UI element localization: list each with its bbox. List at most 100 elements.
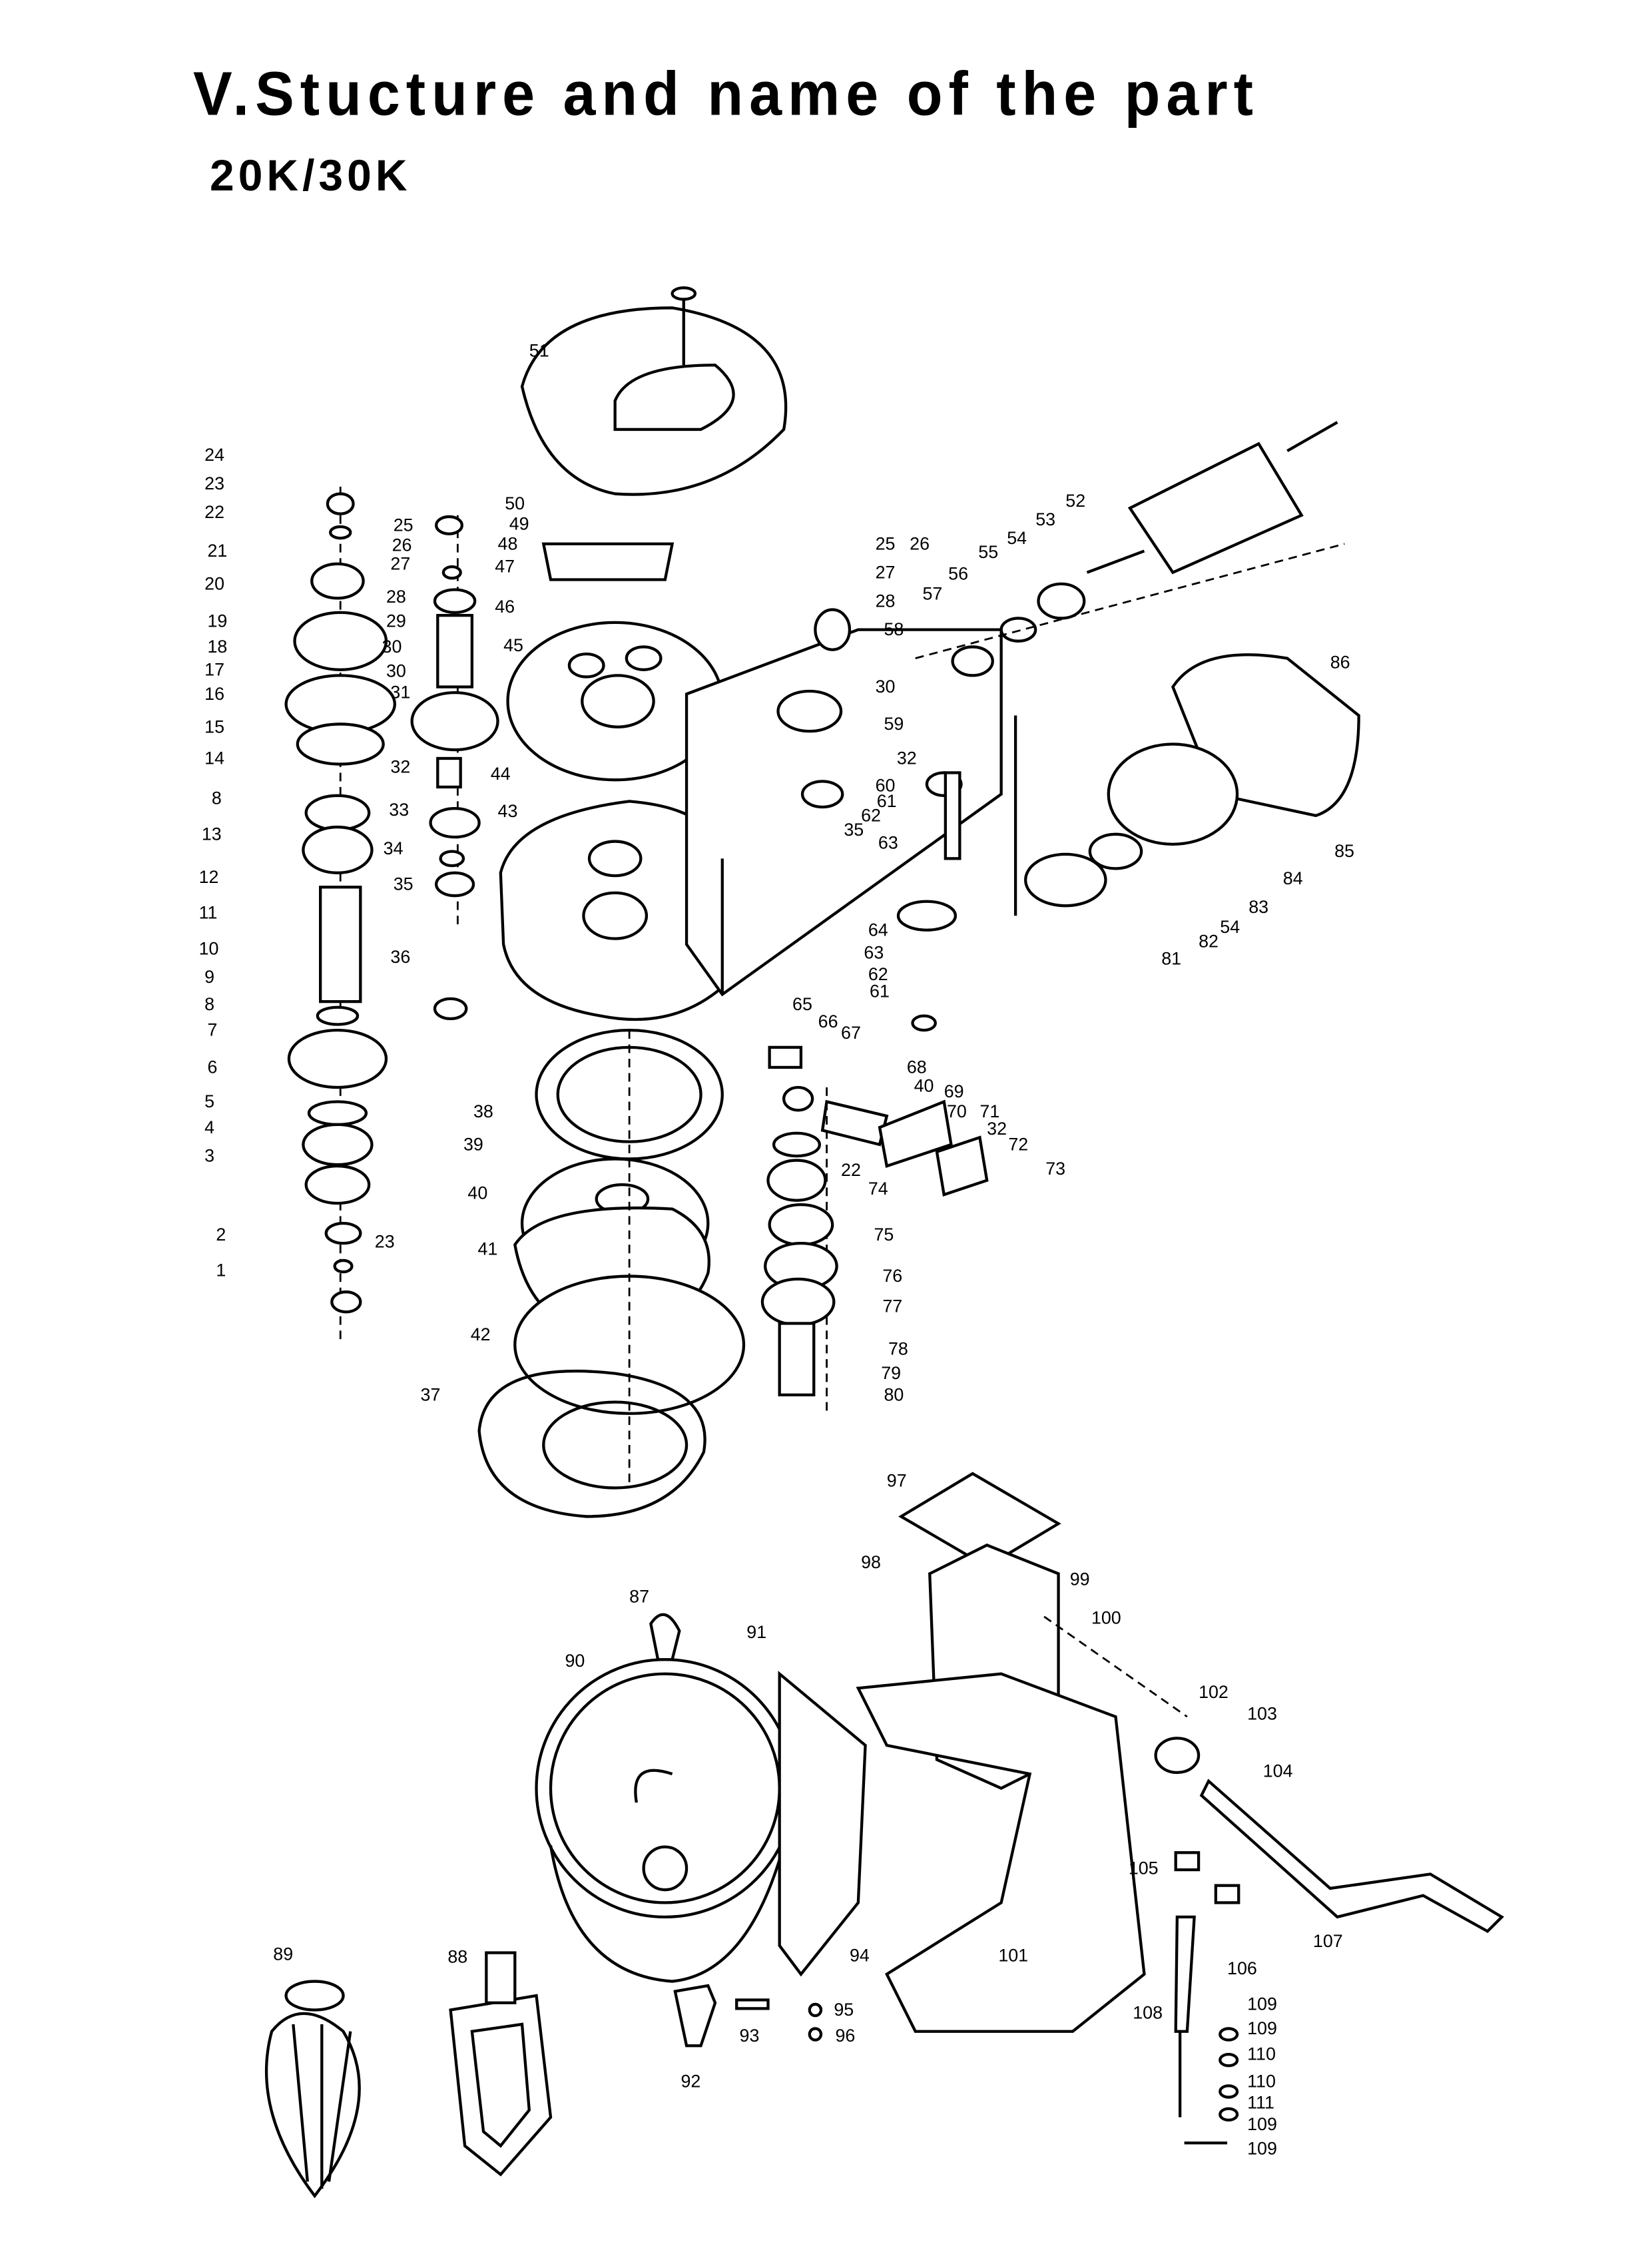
part-callout: 1 — [216, 1261, 226, 1280]
lift-handle — [1154, 1737, 1504, 2145]
part-callout: 63 — [864, 943, 884, 963]
part-callout: 25 — [876, 533, 896, 553]
part-callout: 31 — [390, 683, 410, 702]
part-callout: 98 — [861, 1552, 881, 1572]
part-callout: 11 — [199, 903, 218, 923]
part-callout: 10 — [199, 938, 219, 958]
part-callout: 5 — [204, 1091, 214, 1111]
part-callout: 47 — [495, 557, 515, 577]
part-callout: 94 — [850, 1945, 870, 1965]
part-callout: 37 — [421, 1384, 441, 1404]
part-callout: 30 — [382, 637, 402, 657]
part-callout: 65 — [792, 994, 812, 1014]
part-callout: 77 — [882, 1296, 902, 1316]
part-callout: 62 — [868, 964, 888, 984]
part-callout: 82 — [1199, 932, 1219, 952]
part-callout: 17 — [204, 659, 224, 679]
part-callout: 78 — [888, 1339, 908, 1359]
part-callout: 14 — [204, 748, 224, 768]
part-callout: 48 — [498, 533, 518, 553]
part-callout: 99 — [1070, 1569, 1090, 1589]
part-callout: 68 — [907, 1057, 927, 1077]
part-callout: 23 — [375, 1232, 395, 1252]
stand-column — [856, 1472, 1188, 2033]
part-callout: 26 — [392, 535, 412, 555]
part-callout: 104 — [1263, 1761, 1293, 1781]
part-callout: 110 — [1247, 2072, 1276, 2092]
part-callout: 103 — [1247, 1703, 1277, 1723]
lower-spindle-stack — [760, 1085, 838, 1417]
part-callout: 26 — [910, 533, 930, 553]
model-subtitle: 20K/30K — [210, 150, 412, 200]
part-callout: 109 — [1247, 2138, 1277, 2158]
part-callout: 73 — [1045, 1159, 1065, 1179]
part-callout: 88 — [447, 1947, 467, 1967]
part-callout: 70 — [947, 1101, 967, 1121]
part-callout: 23 — [204, 473, 224, 493]
part-callout: 62 — [861, 805, 881, 825]
part-callout: 34 — [384, 838, 404, 858]
part-callout: 27 — [390, 553, 410, 573]
page-title: V.Stucture and name of the part — [193, 59, 1259, 129]
part-callout: 84 — [1283, 868, 1303, 888]
part-callout: 101 — [998, 1945, 1028, 1965]
part-callout: 63 — [878, 832, 898, 852]
part-callout: 97 — [887, 1470, 907, 1490]
part-callout: 44 — [491, 764, 511, 784]
part-callout: 2 — [216, 1225, 226, 1245]
part-callout: 9 — [204, 967, 214, 987]
part-callout: 8 — [204, 994, 214, 1014]
part-callout: 66 — [818, 1011, 838, 1031]
part-callout: 32 — [987, 1119, 1007, 1139]
ring-gear-assembly — [477, 1028, 746, 1518]
part-callout: 3 — [204, 1146, 214, 1166]
part-callout: 18 — [207, 637, 227, 657]
part-callout: 32 — [897, 748, 917, 768]
part-callout: 51 — [529, 340, 549, 360]
part-callout: 89 — [273, 1944, 293, 1964]
part-callout: 42 — [471, 1324, 491, 1344]
part-callout: 7 — [207, 1020, 217, 1040]
part-callout: 69 — [944, 1081, 964, 1101]
part-callout: 12 — [199, 867, 219, 887]
part-callout: 64 — [868, 920, 888, 940]
part-callout: 100 — [1091, 1608, 1121, 1628]
part-callout: 57 — [922, 584, 942, 604]
part-callout: 35 — [844, 820, 864, 840]
part-callout: 58 — [884, 619, 904, 639]
part-callout: 92 — [681, 2072, 700, 2092]
part-callout: 109 — [1247, 2018, 1277, 2038]
part-callout: 19 — [207, 611, 227, 631]
part-callout: 41 — [477, 1239, 497, 1259]
part-callout: 53 — [1035, 509, 1055, 529]
gearbox-housing — [499, 542, 1003, 1021]
part-callout: 71 — [979, 1101, 999, 1121]
part-callout: 13 — [202, 824, 222, 844]
part-callout: 40 — [914, 1075, 934, 1095]
part-callout: 59 — [884, 714, 904, 734]
part-callout: 83 — [1248, 897, 1268, 917]
part-callout: 109 — [1247, 1994, 1277, 2014]
part-callout: 20 — [204, 573, 224, 593]
part-callout: 38 — [473, 1101, 493, 1121]
part-callout: 109 — [1247, 2114, 1277, 2134]
part-callout: 72 — [1008, 1135, 1028, 1155]
part-callout: 106 — [1227, 1958, 1257, 1978]
part-callout: 22 — [841, 1160, 861, 1180]
part-callout: 39 — [463, 1135, 483, 1155]
part-callout: 46 — [495, 597, 515, 617]
part-callout: 55 — [978, 542, 998, 562]
part-callout: 6 — [207, 1057, 217, 1077]
part-callout: 80 — [884, 1384, 904, 1404]
part-callout: 29 — [386, 611, 406, 631]
part-callout: 96 — [835, 2026, 855, 2046]
part-callout: 24 — [204, 445, 224, 465]
part-callout: 32 — [390, 756, 410, 776]
motor-assembly — [915, 421, 1360, 916]
part-callout: 54 — [1007, 528, 1027, 548]
part-callout: 35 — [394, 874, 413, 894]
part-callout: 15 — [204, 716, 224, 736]
planetary-gear-stack — [410, 515, 499, 1021]
part-callout: 95 — [834, 2000, 854, 2020]
part-callout: 93 — [740, 2026, 760, 2046]
